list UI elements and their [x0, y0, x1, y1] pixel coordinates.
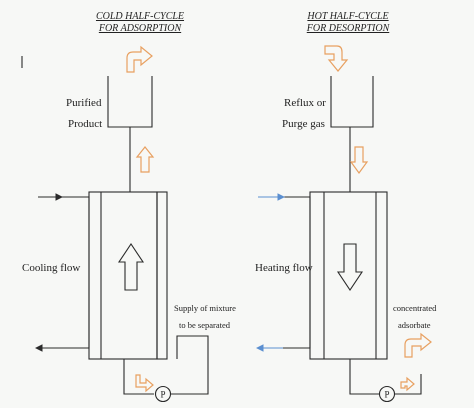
feed-bent-arrow-icon	[135, 374, 154, 393]
product-label-line2: Product	[68, 118, 102, 130]
conc-label-line2: adsorbate	[398, 320, 431, 330]
purge-inlet-arrow-icon	[324, 45, 349, 72]
right-title-line1: HOT HALF-CYCLE	[306, 11, 388, 22]
right-panel: HOT HALF-CYCLE FOR DESORPTION Reflux or …	[255, 11, 437, 403]
left-title-line2: FOR ADSORPTION	[98, 23, 183, 34]
adsorption-flow-up-arrow-icon	[117, 243, 145, 291]
desorption-column	[309, 191, 388, 360]
left-panel: COLD HALF-CYCLE FOR ADSORPTION Purified …	[21, 11, 236, 403]
purge-vessel	[330, 76, 374, 128]
supply-label-line1: Supply of mixture	[174, 303, 236, 313]
column-to-pump-pipe	[349, 359, 380, 395]
desorption-flow-down-arrow-icon	[336, 243, 364, 291]
supply-label-line2: to be separated	[179, 320, 231, 330]
pump-to-column-pipe	[123, 359, 154, 395]
conc-label-line1: concentrated	[393, 303, 437, 313]
heating-flow-label: Heating flow	[255, 262, 313, 274]
downward-flow-arrow-icon	[349, 146, 369, 175]
product-vessel	[107, 76, 153, 128]
reflux-label-line2: Purge gas	[282, 118, 325, 130]
cooling-flow-label: Cooling flow	[22, 262, 80, 274]
left-pump	[154, 385, 172, 403]
product-outlet-arrow-icon	[126, 45, 153, 73]
right-pump	[378, 385, 396, 403]
left-pump-label: P	[160, 390, 165, 400]
upward-flow-arrow-icon	[135, 146, 155, 173]
pump-outlet-pipe	[395, 374, 422, 395]
product-label-line1: Purified	[66, 97, 102, 109]
right-title-line2: FOR DESORPTION	[306, 23, 391, 34]
outlet-bent-arrow-icon	[400, 376, 415, 392]
column-side-channel	[156, 191, 168, 360]
reflux-label-line1: Reflux or	[284, 97, 326, 109]
adsorption-column	[88, 191, 158, 360]
left-title-line1: COLD HALF-CYCLE	[96, 11, 184, 22]
adsorbate-outlet-arrow-icon	[404, 332, 432, 358]
right-pump-label: P	[384, 390, 389, 400]
supply-pipe	[171, 335, 209, 395]
